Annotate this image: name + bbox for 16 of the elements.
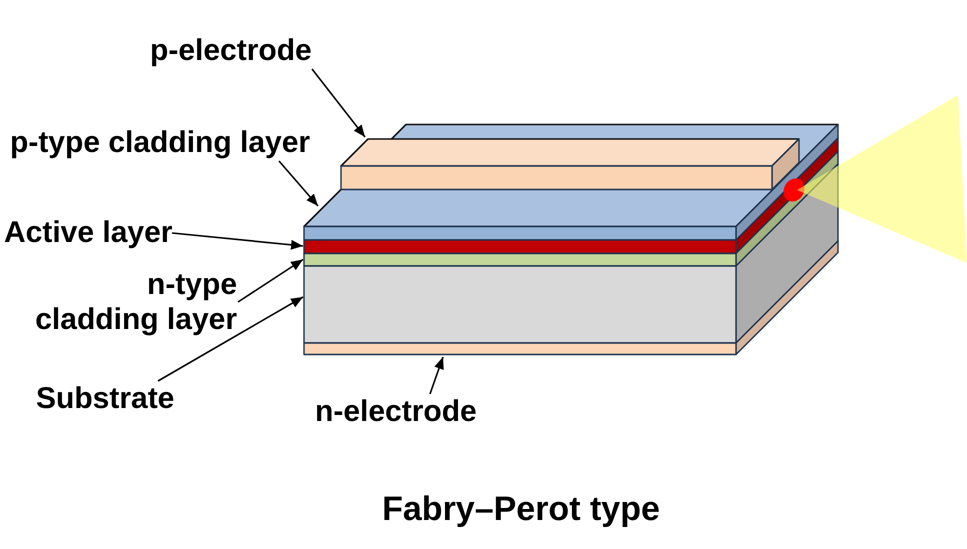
- part-label: Active layer: [4, 215, 172, 250]
- leader-arrow: [158, 296, 304, 382]
- caption: Fabry–Perot type: [382, 489, 660, 529]
- part-label: n-electrode: [315, 394, 477, 429]
- part-label: p-type cladding layer: [10, 125, 310, 160]
- leader-arrow: [429, 356, 444, 394]
- leader-arrow: [172, 232, 304, 250]
- part-label: Substrate: [36, 381, 174, 416]
- substrate-layer: [303, 163, 839, 344]
- leader-arrow: [278, 160, 319, 207]
- p-electrode-ridge: [340, 138, 800, 190]
- leader-arrow: [238, 258, 304, 303]
- part-label: p-electrode: [150, 33, 312, 68]
- leader-arrow: [311, 68, 366, 138]
- part-label: n-type cladding layer: [27, 267, 237, 337]
- n-electrode-layer: [303, 240, 839, 356]
